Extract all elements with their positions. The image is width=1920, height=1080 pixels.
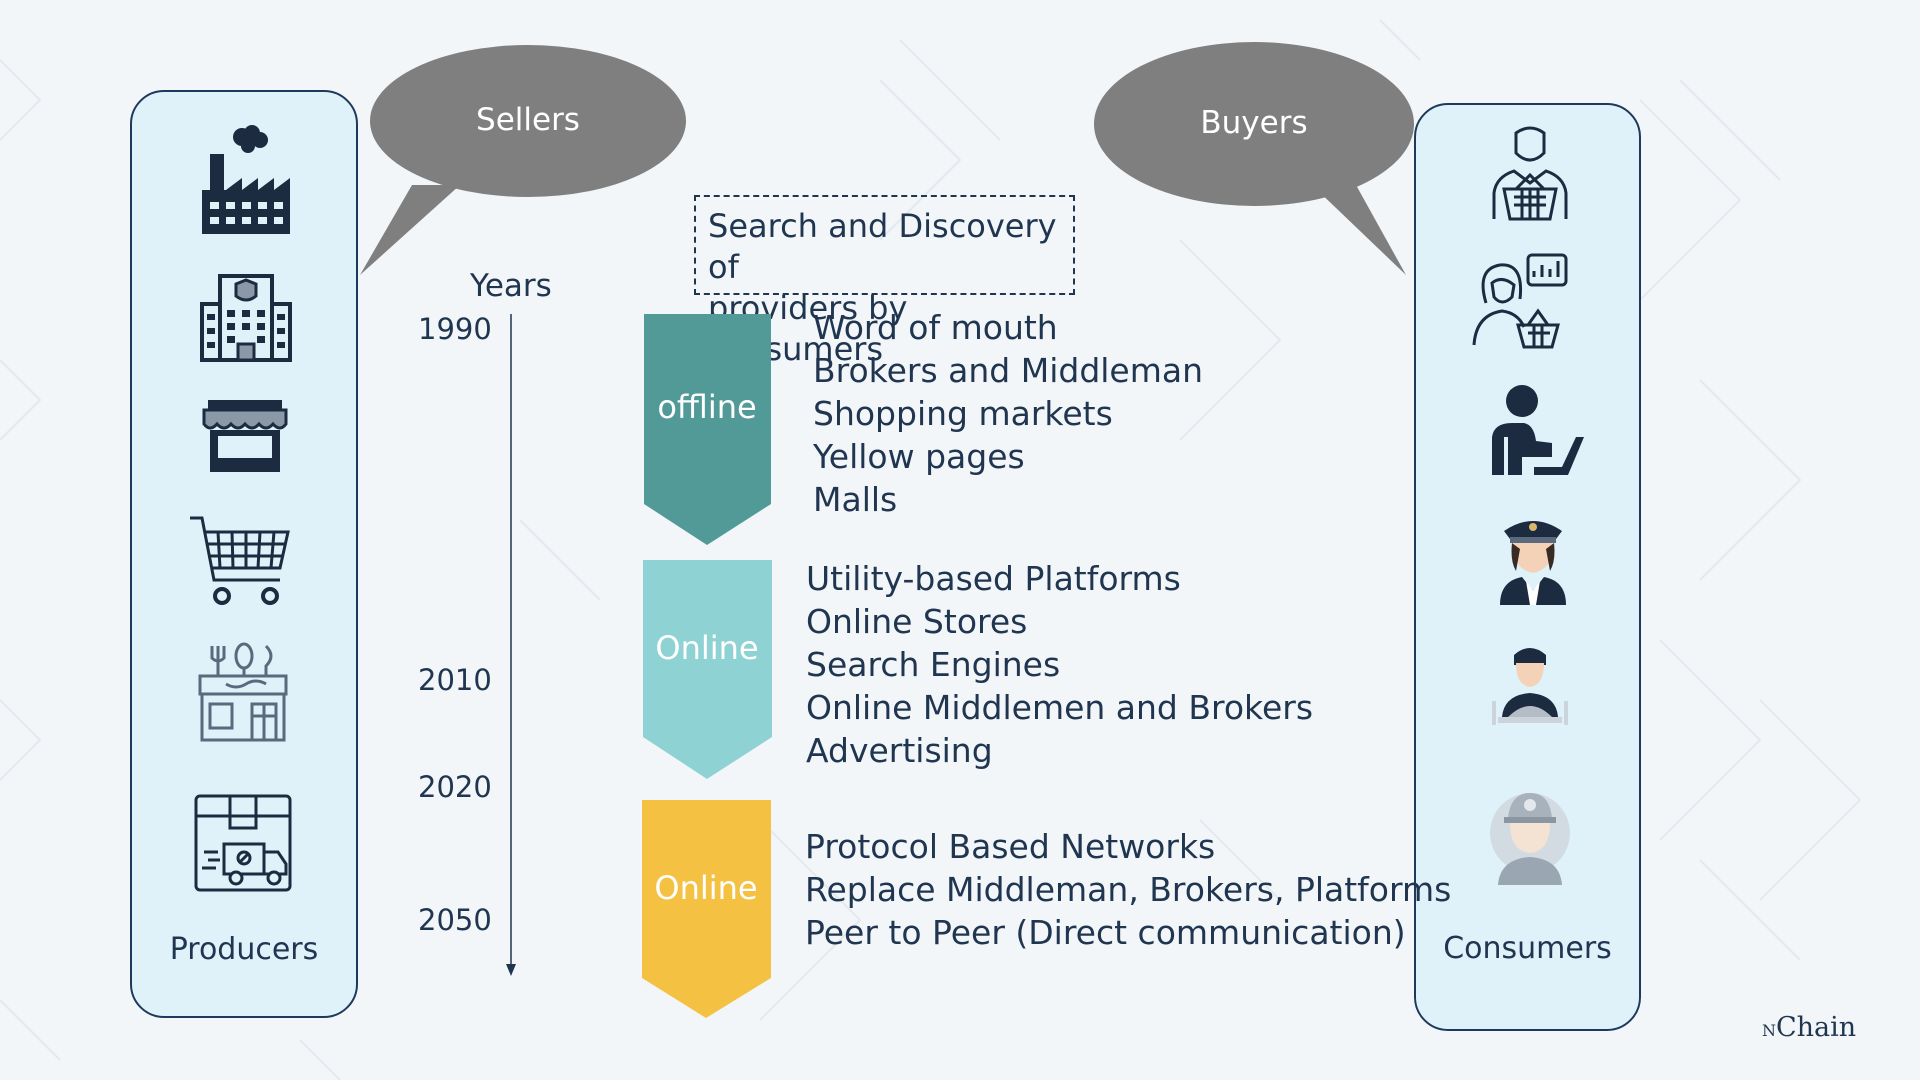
sellers-bubble	[360, 45, 686, 275]
year-label: 2050	[418, 903, 492, 937]
year-label: 2020	[418, 770, 492, 804]
phase-label: Online	[655, 629, 759, 667]
consumers-caption: Consumers	[1443, 931, 1612, 966]
police-officer-icon	[1500, 521, 1566, 605]
restaurant-icon	[198, 642, 288, 742]
list-item: Replace Middleman, Brokers, Platforms	[805, 870, 1452, 909]
offline-items-list: Word of mouth Brokers and Middleman Shop…	[813, 306, 1203, 521]
factory-icon	[202, 125, 290, 234]
producers-panel: Producers	[130, 90, 358, 1018]
list-item: Brokers and Middleman	[813, 351, 1204, 390]
protocol-items-list: Protocol Based Networks Replace Middlema…	[805, 825, 1451, 954]
office-building-icon	[200, 274, 292, 362]
list-item: Yellow pages	[813, 437, 1025, 476]
offline-phase-arrow	[644, 314, 771, 545]
list-item: Peer to Peer (Direct communication)	[805, 913, 1406, 952]
consumers-panel: Consumers	[1414, 103, 1641, 1031]
brand-name: Chain	[1776, 1012, 1857, 1043]
timeline-label: Years	[470, 268, 552, 304]
shopper-with-basket-icon	[1492, 126, 1568, 221]
list-item: Advertising	[806, 731, 993, 770]
list-item: Shopping markets	[813, 394, 1113, 433]
timeline-arrow	[506, 314, 516, 976]
person-with-laptop-icon	[1492, 385, 1584, 475]
british-policeman-icon	[1490, 793, 1570, 885]
nchain-logo: NChain	[1762, 1012, 1856, 1043]
list-item: Protocol Based Networks	[805, 827, 1216, 866]
search-box-line-1: Search and Discovery of	[708, 207, 1057, 286]
delivery-truck-icon	[194, 794, 292, 892]
list-item: Word of mouth	[813, 308, 1058, 347]
protocol-phase-arrow	[642, 800, 771, 1018]
storefront-icon	[202, 400, 288, 472]
list-item: Online Stores	[806, 602, 1028, 641]
shopping-cart-icon	[190, 516, 290, 605]
list-item: Search Engines	[806, 645, 1061, 684]
year-label: 1990	[418, 312, 492, 346]
list-item: Utility-based Platforms	[806, 559, 1181, 598]
list-item: Online Middlemen and Brokers	[806, 688, 1314, 727]
online-items-list: Utility-based Platforms Online Stores Se…	[806, 557, 1313, 772]
buyers-label: Buyers	[1200, 105, 1308, 141]
phase-label: offline	[657, 388, 757, 426]
brand-prefix: N	[1762, 1021, 1776, 1040]
sellers-label: Sellers	[476, 102, 580, 138]
online-phase-arrow	[643, 560, 772, 779]
diner-icon	[1492, 648, 1568, 725]
phase-label: Online	[654, 869, 758, 907]
woman-shopping-analytics-icon	[1472, 253, 1568, 349]
producers-caption: Producers	[169, 932, 319, 967]
year-label: 2010	[418, 663, 492, 697]
buyers-bubble	[1094, 42, 1414, 275]
list-item: Malls	[813, 480, 898, 519]
